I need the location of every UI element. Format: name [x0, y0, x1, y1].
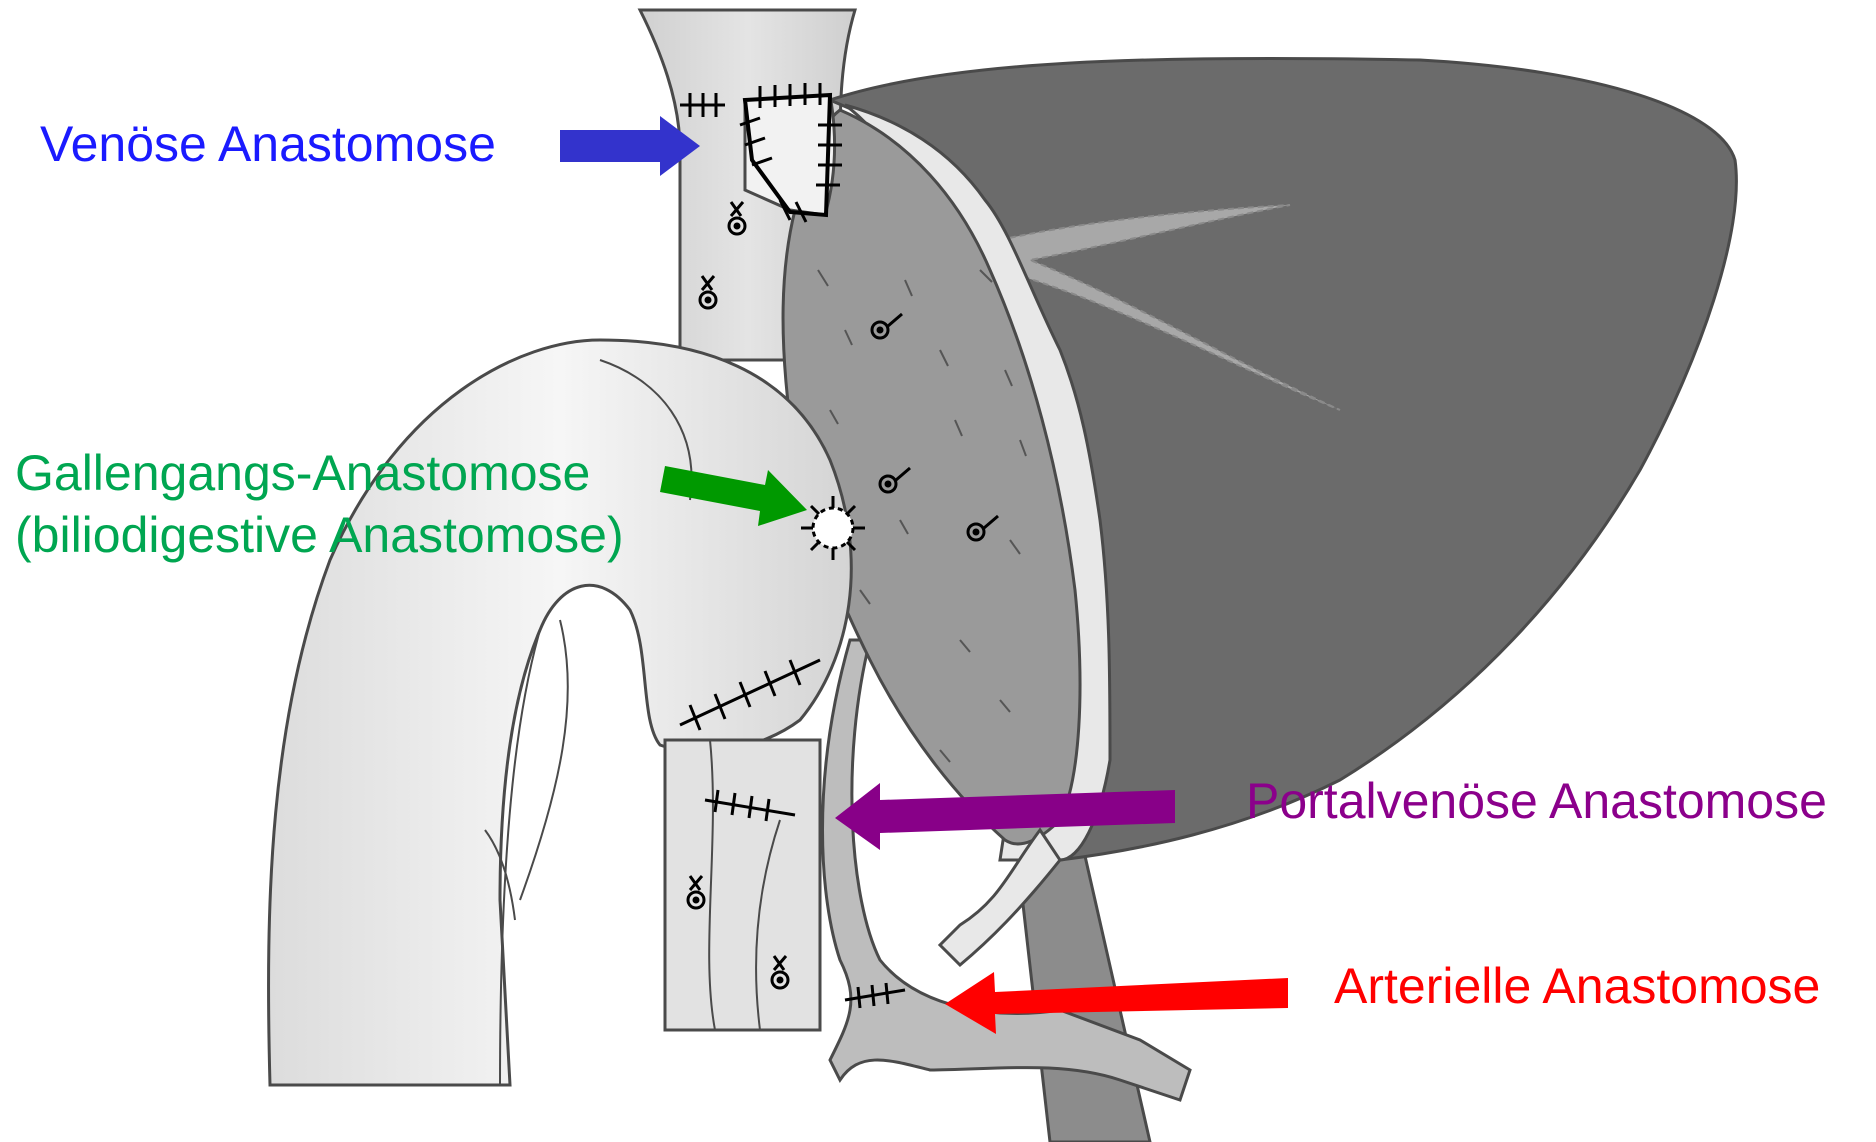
- arterial-anastomosis-label: Arterielle Anastomose: [1334, 955, 1820, 1017]
- bile-label-line1: Gallengangs-Anastomose: [15, 442, 624, 504]
- bile-duct-anastomosis-label: Gallengangs-Anastomose (biliodigestive A…: [15, 442, 624, 566]
- venous-anastomosis-label: Venöse Anastomose: [40, 113, 496, 175]
- portal-anastomosis-label: Portalvenöse Anastomose: [1246, 770, 1827, 832]
- venous-patch: [745, 95, 835, 215]
- common-bile-duct: [665, 740, 820, 1030]
- bile-label-line2: (biliodigestive Anastomose): [15, 504, 624, 566]
